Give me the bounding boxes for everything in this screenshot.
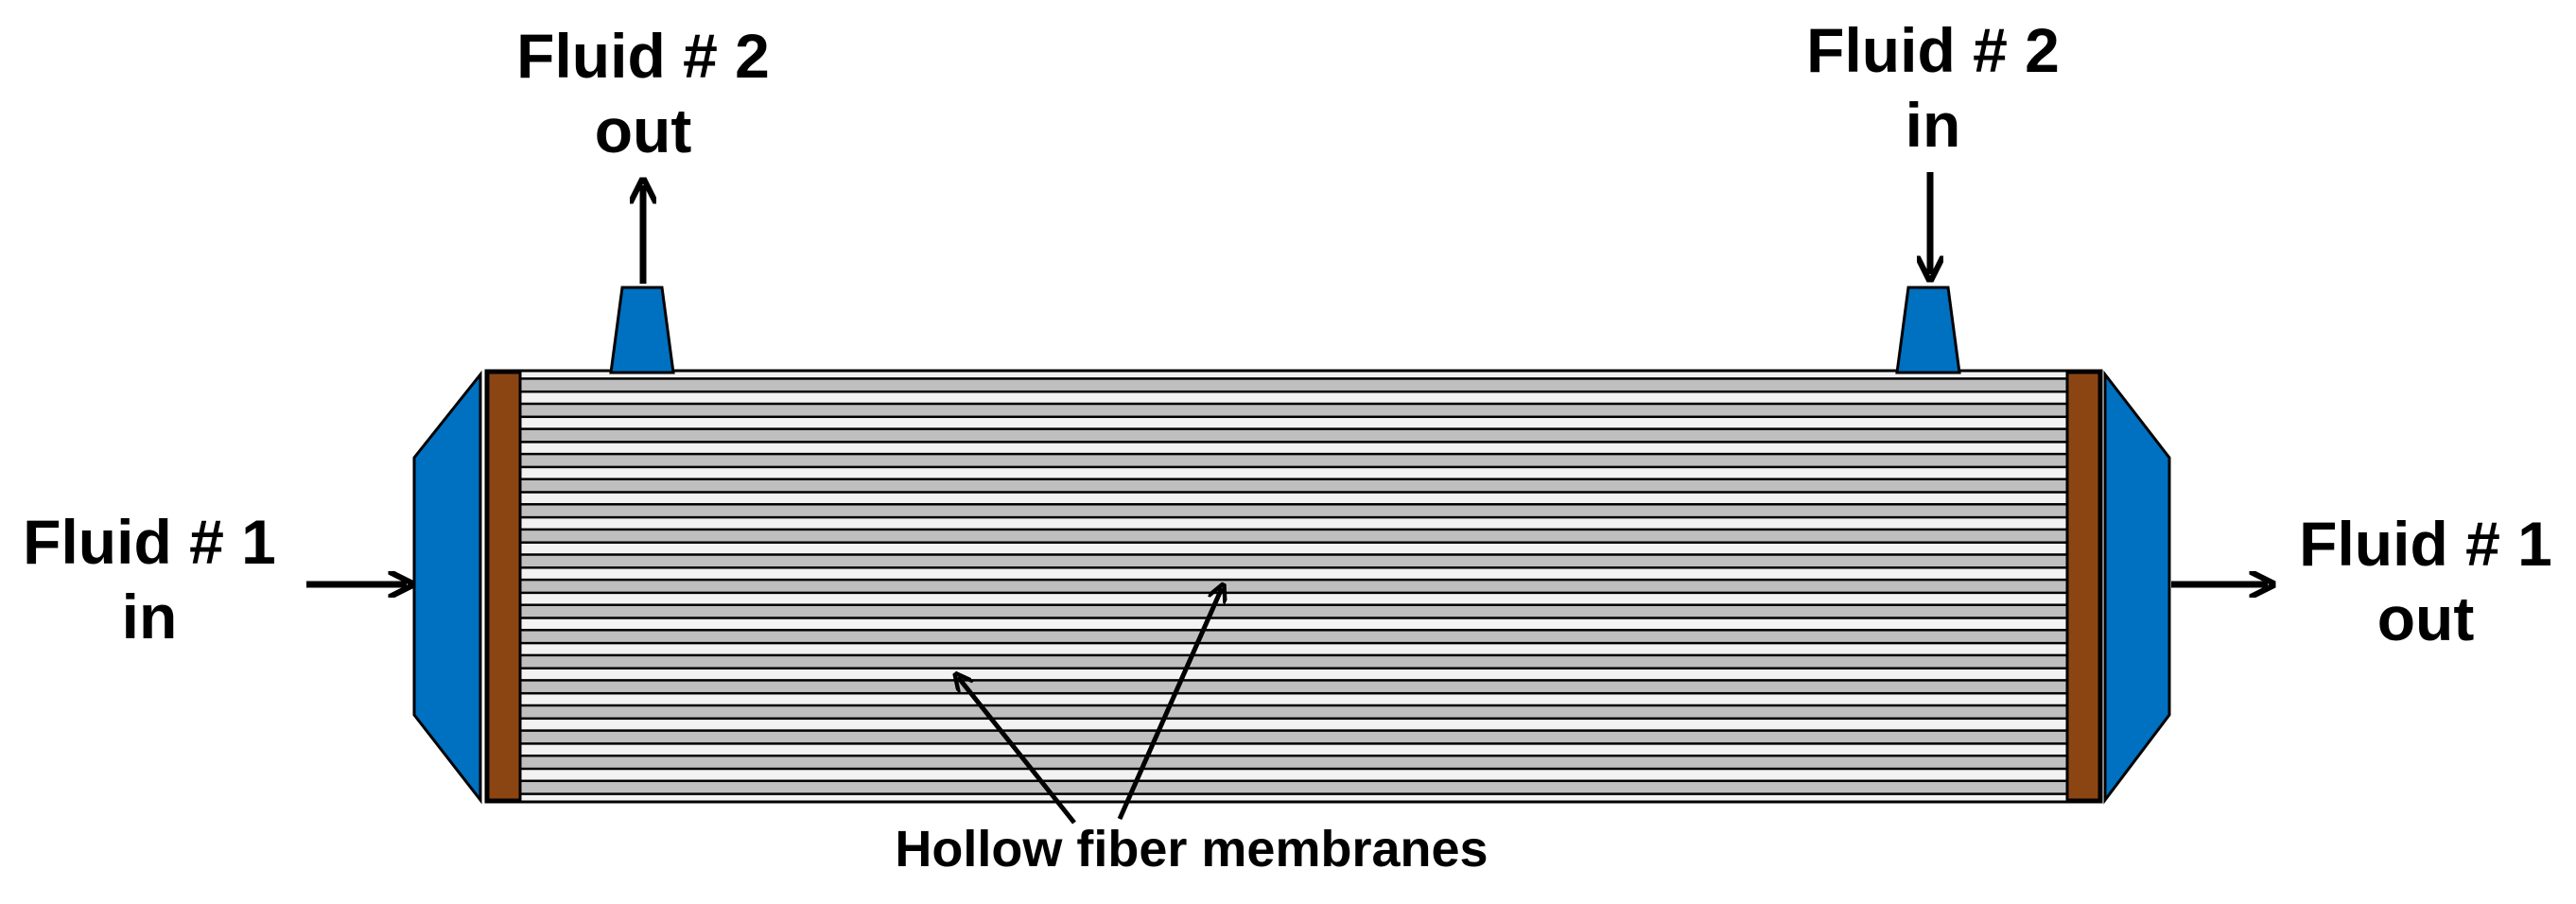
fluid1-out-label: Fluid # 1 out (2283, 507, 2568, 656)
fluid1-in-line2: in (121, 582, 178, 652)
left-tube-sheet (486, 371, 522, 802)
membrane-pointer-arrow (1117, 588, 1222, 821)
hollow-fiber (518, 377, 2069, 393)
hollow-fiber (518, 427, 2069, 443)
hollow-fiber-membranes-label: Hollow fiber membranes (719, 819, 1664, 880)
hollow-fiber (518, 603, 2069, 619)
fluid2-in-line2: in (1905, 90, 1961, 161)
right-end-cap (2103, 370, 2171, 805)
hollow-fiber (518, 478, 2069, 494)
hollow-fiber (518, 704, 2069, 721)
fiber-bundle (518, 377, 2069, 795)
hollow-fiber (518, 629, 2069, 645)
hollow-fiber (518, 729, 2069, 745)
fluid1-in-line1: Fluid # 1 (23, 507, 276, 577)
right-tube-sheet (2065, 371, 2101, 802)
hollow-fiber (518, 779, 2069, 795)
fluid1-out-line2: out (2376, 583, 2475, 654)
hollow-fiber (518, 679, 2069, 695)
fluid2-out-line1: Fluid # 2 (516, 21, 770, 91)
fluid1-in-label: Fluid # 1 in (8, 505, 291, 654)
fluid2-in-line1: Fluid # 2 (1806, 15, 2060, 85)
membrane-pointer-arrow (958, 677, 1076, 825)
hollow-fiber (518, 754, 2069, 771)
hollow-fiber (518, 503, 2069, 519)
fluid2-out-line2: out (594, 96, 692, 166)
right-shell-port (1895, 286, 1961, 374)
hollow-fiber (518, 402, 2069, 419)
hollow-fiber (518, 528, 2069, 544)
hollow-fiber-membranes-text: Hollow fiber membranes (895, 821, 1488, 878)
hollow-fiber (518, 452, 2069, 469)
fluid2-in-label: Fluid # 2 in (1791, 13, 2075, 163)
hollow-fiber (518, 553, 2069, 569)
fluid1-out-line1: Fluid # 1 (2299, 509, 2552, 579)
fluid2-out-label: Fluid # 2 out (501, 19, 785, 168)
left-end-cap (412, 370, 482, 805)
left-shell-port (609, 286, 675, 374)
hollow-fiber (518, 578, 2069, 595)
hollow-fiber (518, 653, 2069, 669)
